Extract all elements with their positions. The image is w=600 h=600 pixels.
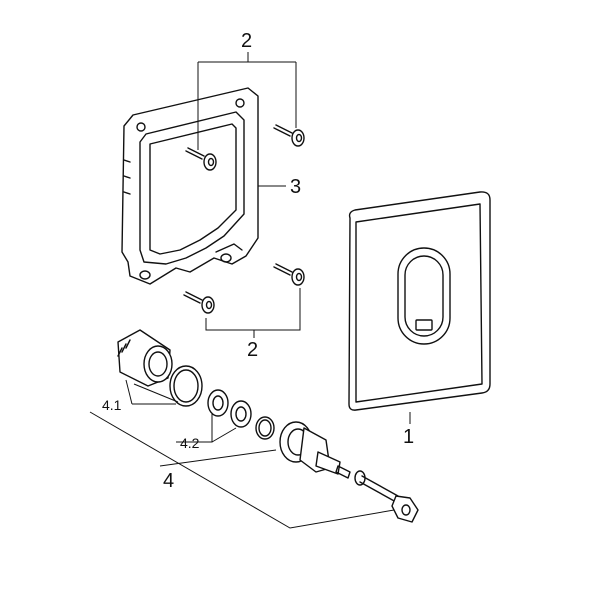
- washer-1: [207, 389, 229, 417]
- valve-body: [279, 421, 341, 475]
- leader-lines: [89, 52, 411, 529]
- washer-2: [230, 400, 252, 428]
- screw-bottom-right: [273, 263, 305, 286]
- mounting-frame: [121, 87, 259, 285]
- callout-seal-set-small: 4.1: [102, 397, 122, 413]
- callout-frame: 3: [290, 176, 301, 198]
- valve-spindle: [335, 465, 419, 523]
- callout-valve-assembly: 4: [163, 470, 174, 492]
- o-ring-large: [169, 365, 203, 407]
- screw-top-left: [185, 147, 217, 171]
- callout-screws-bottom: 2: [247, 339, 258, 361]
- callout-cover-plate: 1: [403, 426, 414, 448]
- cover-plate: [348, 191, 491, 411]
- callout-seal-set-washers: 4.2: [180, 435, 200, 451]
- o-ring-small: [255, 416, 275, 440]
- screw-top-right: [273, 124, 305, 147]
- screw-bottom-left: [183, 291, 215, 314]
- callout-screws-top: 2: [241, 30, 252, 52]
- adapter-sleeve: [117, 329, 173, 387]
